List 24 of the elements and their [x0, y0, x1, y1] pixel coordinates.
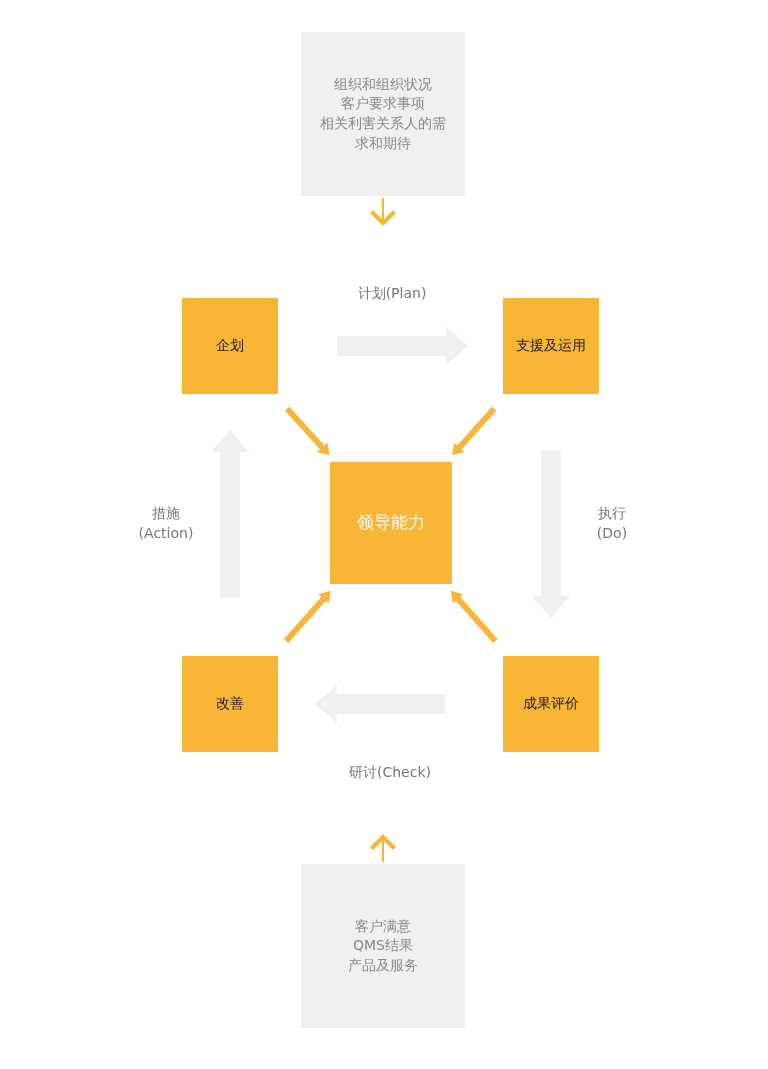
process-box — [503, 656, 599, 752]
process-box — [330, 462, 452, 584]
node-text: 客户要求事项 — [341, 94, 425, 114]
arrow — [283, 590, 331, 644]
edge-label: 执行 (Do) — [595, 504, 629, 544]
node-text: 成果评价 — [523, 694, 579, 714]
arrow — [284, 406, 330, 456]
node-text: 组织和组织状况 — [334, 74, 432, 94]
node-text: 客户满意 — [355, 916, 411, 936]
node-text: 支援及运用 — [516, 336, 586, 356]
process-box — [503, 298, 599, 394]
node-text: 产品及服务 — [348, 955, 418, 975]
edge-label: 措施 (Action) — [137, 504, 195, 544]
node-text: QMS结果 — [353, 936, 413, 956]
edge-label: 研讨(Check) — [348, 763, 432, 782]
node-text: 企划 — [216, 336, 244, 356]
process-box — [182, 656, 278, 752]
node-text: 领导能力 — [357, 511, 425, 535]
edge-label: 计划(Plan) — [356, 284, 428, 303]
arrow — [450, 590, 498, 643]
arrow — [452, 406, 497, 456]
node-text: 改善 — [216, 694, 244, 714]
node-text: 相关利害关系人的需求和期待 — [319, 114, 447, 153]
process-box — [182, 298, 278, 394]
